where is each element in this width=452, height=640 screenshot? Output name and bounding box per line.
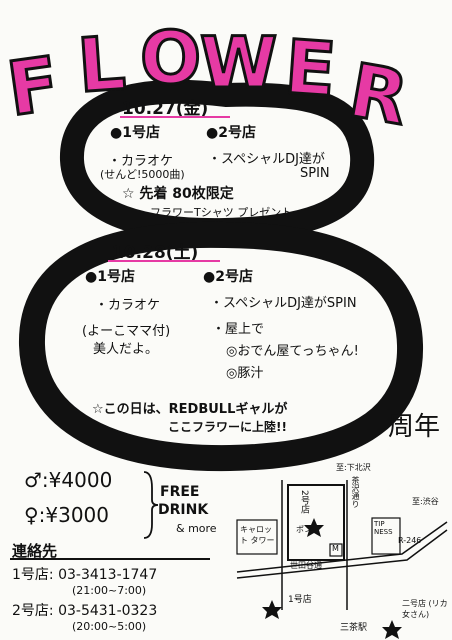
- contact-shop2-phone: 2号店: 03-5431-0323: [12, 603, 158, 619]
- price-female: ♀:¥3000: [24, 503, 110, 527]
- day2-shop1-label: ●1号店: [85, 269, 135, 285]
- contact-shop1-hours: (21:00~7:00): [72, 584, 147, 597]
- day2-shop1-item-mama: (よーこママ付): [82, 324, 171, 339]
- map-label-pon: ポン: [296, 525, 312, 534]
- contact-heading: 連絡先: [12, 542, 58, 560]
- day1-note-line2: フラワーTシャツ プレゼント: [150, 206, 293, 219]
- day1-shop2-item-dj: ・スペシャルDJ達が: [208, 152, 325, 167]
- day2-shop1-item-beauty: 美人だよ。: [93, 342, 159, 357]
- map-label-246: R-246: [398, 536, 422, 545]
- map-building-carrot: [236, 519, 278, 555]
- map-sign-box: [329, 543, 343, 557]
- price-male: ♂:¥4000: [24, 468, 113, 492]
- map-label-carrot: キャロット タワー: [240, 525, 275, 545]
- price-extra-drink: DRINK: [158, 502, 209, 518]
- contact-shop1-phone: 1号店: 03-3413-1747: [12, 567, 158, 583]
- map-star-shop2: [304, 518, 324, 537]
- map-road-246: [236, 521, 448, 573]
- price-brace: [143, 471, 159, 539]
- day2-date: 10.28(土): [112, 243, 199, 263]
- map-building-shop2: [287, 484, 345, 561]
- map-label-east: 至:渋谷: [412, 497, 439, 506]
- contact-heading-underline: [10, 558, 210, 560]
- day1-date: 10.27(金): [122, 99, 209, 119]
- day1-shop2-item-spin: SPIN: [300, 166, 330, 181]
- anniversary-suffix: 周年: [388, 412, 441, 442]
- day2-shop2-item-rooftop: ・屋上で: [212, 322, 265, 337]
- day1-shop1-item-songs: (せんど!5000曲): [100, 168, 185, 181]
- price-extra-free: FREE: [160, 484, 200, 500]
- map-road-setagaya: [236, 529, 448, 579]
- day2-note-line2: ここフラワーに上陸!!: [168, 420, 287, 434]
- day2-shop1-item-karaoke: ・カラオケ: [95, 298, 161, 313]
- map-label-station: 三茶駅: [340, 623, 368, 633]
- map-drawing: [236, 480, 448, 639]
- title-letter-e: E: [281, 23, 340, 115]
- map-star-shop1: [262, 600, 282, 619]
- title-letter-w: W: [198, 22, 278, 104]
- title-letter-o: O: [138, 16, 202, 100]
- map-label-north: 至:下北沢: [336, 463, 371, 472]
- price-extra-more: & more: [176, 522, 217, 535]
- day1-note-line1: ☆ 先着 80枚限定: [122, 186, 234, 202]
- day2-shop2-item-oden: ◎おでん屋てっちゃん!: [226, 344, 359, 359]
- map-label-shop1: 1号店: [288, 595, 312, 605]
- map-star-station: [382, 620, 402, 639]
- day2-date-underline: [108, 260, 220, 262]
- day1-shop2-label: ●2号店: [206, 125, 256, 141]
- day2-shop2-label: ●2号店: [203, 269, 253, 285]
- map-label-bottom-right: 二号店 (リカ女さん): [402, 599, 448, 619]
- day2-shop2-item-tonjiru: ◎豚汁: [226, 366, 264, 381]
- map-label-shop2: 2号店: [299, 490, 309, 514]
- title-letter-f: F: [1, 39, 66, 134]
- map-label-building: 茶沢通り: [351, 476, 360, 508]
- map-label-tip: TIP NESS: [374, 520, 393, 536]
- map-road-vertical: [281, 480, 348, 610]
- day2-note-line1: ☆この日は、REDBULLギャルが: [92, 402, 288, 417]
- map-label-m: M: [332, 544, 339, 553]
- map-label-setagaya: 世田谷通: [290, 561, 322, 570]
- day1-date-underline: [120, 116, 230, 118]
- eight-lower-loop: [18, 221, 424, 472]
- map-building-tip: [371, 517, 401, 555]
- day1-shop1-item-karaoke: ・カラオケ: [108, 154, 174, 169]
- title-letter-l: L: [74, 19, 130, 111]
- contact-shop2-hours: (20:00~5:00): [72, 620, 147, 633]
- day1-shop1-label: ●1号店: [110, 125, 160, 141]
- day2-shop2-item-dj: ・スペシャルDJ達がSPIN: [210, 296, 357, 311]
